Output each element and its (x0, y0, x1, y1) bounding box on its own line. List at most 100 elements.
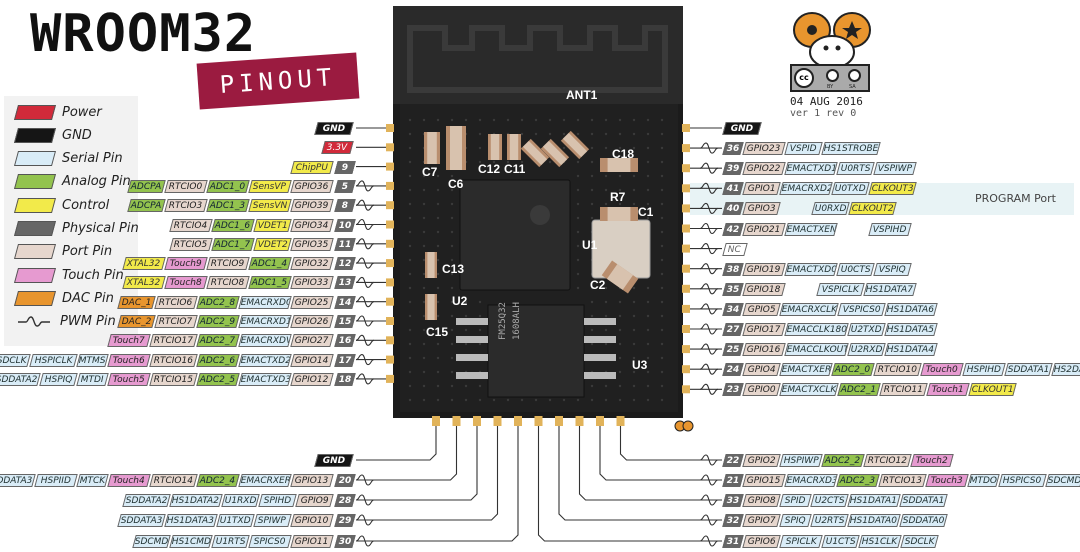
pcb-dot (506, 398, 510, 402)
pin-label-hspiwp: HSPIWP (779, 454, 823, 467)
pin-label-vspiq: VSPIQ (873, 262, 912, 276)
pcb-dot (450, 384, 454, 388)
pcb-dot (660, 188, 664, 192)
pcb-dot (646, 118, 650, 122)
pwm-wave (355, 315, 375, 327)
pin-label-12: 12 (334, 257, 356, 271)
pcb-dot (590, 286, 594, 290)
pcb-dot (422, 384, 426, 388)
pin-label-sddata1: SDDATA1 (899, 494, 948, 507)
label-r7: R7 (610, 190, 626, 204)
pcb-dot (450, 342, 454, 346)
pcb-dot (478, 384, 482, 388)
pad-bottom (616, 416, 625, 426)
pin-label-sddata0: SDDATA0 (899, 514, 948, 527)
pcb-dot (422, 300, 426, 304)
pin-label-16: 16 (334, 334, 356, 348)
pcb-dot (408, 342, 412, 346)
pcb-dot (408, 328, 412, 332)
pcb-dot (408, 132, 412, 136)
pin-label-empty (779, 202, 812, 215)
pin-label-sddata2: SDDATA2 (122, 494, 171, 507)
pin-label-40: 40 (722, 202, 744, 216)
pin-label-42: 42 (722, 222, 744, 236)
pcb-dot (562, 132, 566, 136)
capacitor (520, 138, 550, 168)
flash-marking-2: 1608ALH (512, 302, 522, 340)
pin-label-gpio11: GPIO11 (290, 535, 334, 548)
pad-right (682, 204, 690, 213)
pin-label-touch3: Touch3 (925, 474, 969, 487)
pin-label-hs1cmd: HS1CMD (169, 535, 213, 548)
pcb-dot (660, 146, 664, 150)
pcb-dot (492, 398, 496, 402)
pcb-dot (436, 258, 440, 262)
pcb-dot (548, 160, 552, 164)
pcb-dot (604, 314, 608, 318)
pin-label-emactxd0: EMACTXD0 (784, 262, 838, 276)
pcb-dot (604, 202, 608, 206)
pin-label-sdcmd: SDCMD (132, 535, 171, 548)
mascot-logo (793, 12, 871, 69)
pcb-dot (590, 398, 594, 402)
pin-label-gpio25: GPIO25 (290, 295, 334, 309)
pcb-dot (422, 202, 426, 206)
pcb-dot (576, 160, 580, 164)
pcb-dot (618, 384, 622, 388)
pcb-dot (576, 286, 580, 290)
pwm-wave (699, 363, 719, 375)
pcb-dot (576, 202, 580, 206)
pin-label-adc2-9: ADC2_9 (196, 315, 240, 328)
pin-label-rtcio10: RTCIO10 (873, 363, 922, 377)
pwm-wave (699, 474, 719, 486)
pcb-dot (450, 314, 454, 318)
pad-left (386, 355, 394, 364)
pin-label-mtck: MTCK (76, 474, 109, 487)
pin-label-30: 30 (334, 535, 356, 548)
pin-label-sddata3: SDDATA3 (0, 474, 36, 487)
pin-label-gpio22: GPIO22 (742, 162, 786, 176)
pcb-dot (436, 216, 440, 220)
pcb-dot (660, 342, 664, 346)
pin-label-gpio12: GPIO12 (290, 372, 334, 386)
pin-label-dac-2: DAC_2 (117, 315, 156, 328)
pad-right (682, 345, 690, 354)
wire-bottom-left (356, 424, 458, 481)
pcb-dot (604, 188, 608, 192)
pin-label-gpio5: GPIO5 (742, 302, 781, 316)
pin-label-touch7: Touch7 (107, 334, 151, 348)
pin-label-clkout3: CLKOUT3 (868, 182, 917, 196)
pcb-dot (450, 118, 454, 122)
pcb-dot (576, 174, 580, 178)
pcb-dot (422, 216, 426, 220)
pcb-dot (436, 174, 440, 178)
legend-label: Touch Pin (62, 267, 124, 283)
pin-label-adc1-7: ADC1_7 (211, 237, 255, 251)
pin-label-u0cts: U0CTS (836, 262, 875, 276)
pcb-dot (660, 132, 664, 136)
pin-label-gpio14: GPIO14 (290, 353, 334, 367)
pcb-dot (646, 314, 650, 318)
pad-bottom (575, 416, 584, 426)
label-c13: C13 (442, 262, 465, 276)
pcb-dot (464, 384, 468, 388)
pin-label-gpio16: GPIO16 (742, 343, 786, 357)
pcb-dot (464, 314, 468, 318)
legend-label: Port Pin (62, 244, 113, 260)
label-u3: U3 (632, 358, 648, 372)
pcb-dot (506, 118, 510, 122)
pin-label-rtcio7: RTCIO7 (154, 315, 198, 328)
pcb-dot (590, 160, 594, 164)
label-c6: C6 (448, 177, 464, 191)
pcb-dot (646, 132, 650, 136)
pin-label-hs1data3: HS1DATA3 (164, 514, 218, 527)
pin-label-spiwp: SPIWP (253, 514, 292, 527)
capacitor (507, 134, 521, 160)
legend-item-analog: Analog Pin (13, 172, 131, 192)
legend-item-power: Power (13, 102, 102, 122)
pin-label-hs1data6: HS1DATA6 (884, 302, 938, 316)
pcb-dot (562, 398, 566, 402)
pwm-wave (699, 162, 719, 174)
